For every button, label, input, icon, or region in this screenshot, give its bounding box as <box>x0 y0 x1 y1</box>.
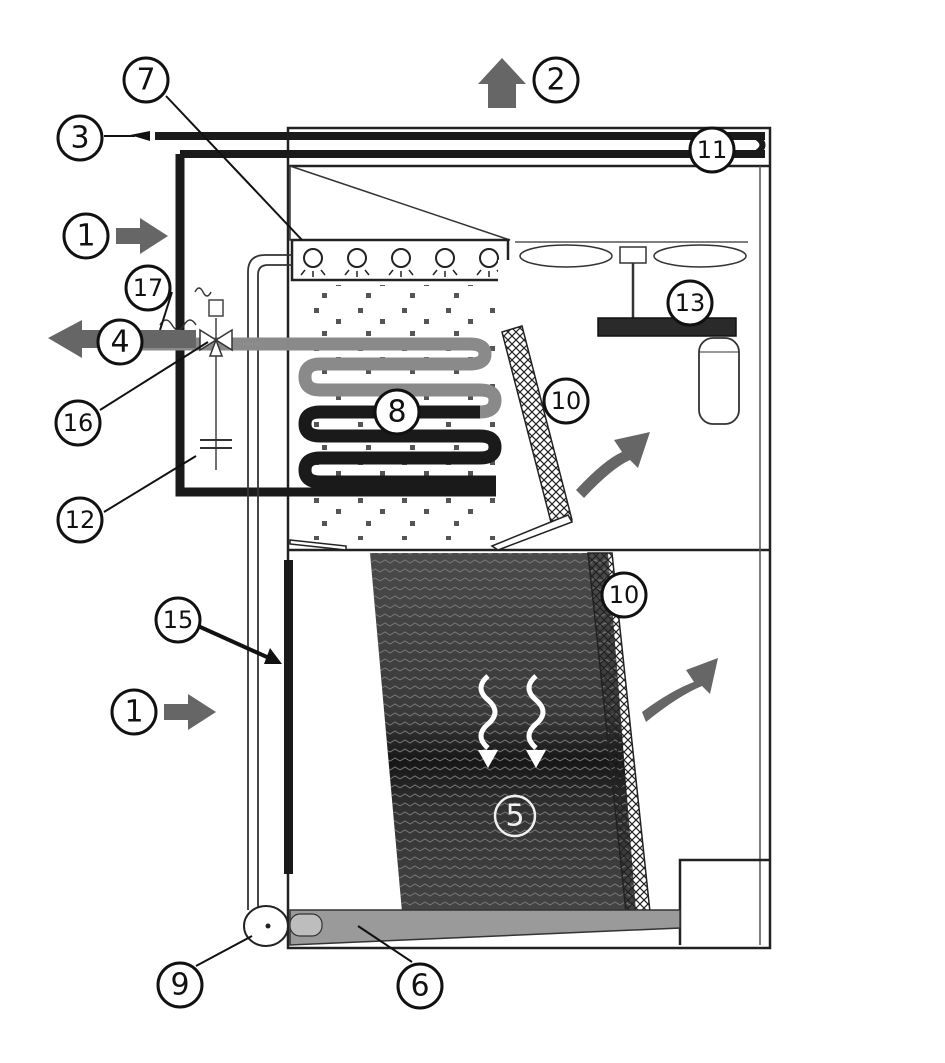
callout-6: 6 <box>396 962 444 1010</box>
callout-16: 16 <box>54 399 102 447</box>
svg-text:9: 9 <box>170 968 189 1003</box>
svg-text:3: 3 <box>70 121 89 156</box>
callout-10-lower: 10 <box>600 571 648 619</box>
pump-shaft <box>265 923 271 929</box>
valve-actuator <box>208 299 224 317</box>
svg-text:7: 7 <box>136 63 155 98</box>
callout-2: 2 <box>532 56 580 104</box>
callout-5: 5 <box>493 794 537 838</box>
fill-media <box>370 552 651 913</box>
fan-assembly <box>515 241 748 425</box>
air-inlet-arrow-upper <box>116 218 168 254</box>
callout-3: 3 <box>56 114 104 162</box>
nozzle <box>432 248 458 277</box>
svg-text:6: 6 <box>410 969 429 1004</box>
spray-nozzles <box>300 248 502 277</box>
callout-12: 12 <box>56 496 104 544</box>
air-discharge-arrow <box>478 58 526 108</box>
inlet-arrowhead <box>130 131 150 141</box>
svg-text:17: 17 <box>133 274 164 302</box>
svg-text:10: 10 <box>551 387 582 415</box>
leader-12 <box>103 455 197 513</box>
svg-text:5: 5 <box>505 799 524 834</box>
top-pipes <box>104 131 766 158</box>
air-inlet-louver-left <box>289 539 347 551</box>
callouts: 1 1 2 3 4 5 6 7 8 9 10 10 11 12 13 15 16… <box>54 56 736 1010</box>
fan-pulley <box>597 317 737 337</box>
svg-text:11: 11 <box>697 136 728 164</box>
drift-eliminator-upper <box>501 325 573 527</box>
coil-lower <box>298 405 502 489</box>
callout-8: 8 <box>373 388 421 436</box>
spray-riser-pipe <box>247 254 292 910</box>
callout-4: 4 <box>96 318 144 366</box>
fan-hub <box>619 246 647 264</box>
heat-exchanger-coil <box>140 337 502 489</box>
callout-1-lower: 1 <box>110 688 158 736</box>
sump-basin <box>289 909 681 946</box>
fan-motor <box>698 337 740 425</box>
callout-1-upper: 1 <box>62 212 110 260</box>
leader-lines <box>99 95 413 967</box>
flow-arrows <box>48 58 718 730</box>
water-flow-arrow-left <box>478 750 498 768</box>
sensor-wire-2 <box>194 287 212 297</box>
svg-text:2: 2 <box>546 63 565 98</box>
nozzle <box>300 248 326 277</box>
svg-text:12: 12 <box>65 506 96 534</box>
sump-outlet <box>289 913 323 937</box>
svg-text:1: 1 <box>76 219 95 254</box>
water-flow-squiggle-right <box>526 674 546 750</box>
svg-text:1: 1 <box>124 695 143 730</box>
svg-text:13: 13 <box>675 289 706 317</box>
nozzle <box>344 248 370 277</box>
water-basin <box>289 909 681 946</box>
svg-text:8: 8 <box>387 395 406 430</box>
fan-blade-right <box>653 244 747 268</box>
leader-9 <box>195 935 253 967</box>
water-flow-squiggle-left <box>478 674 498 750</box>
valve-assembly <box>159 287 233 470</box>
air-inlet-arrow-lower <box>164 694 216 730</box>
water-flow-arrow-right <box>526 750 546 768</box>
coil-upper <box>140 337 502 419</box>
fill-media-texture <box>370 553 636 912</box>
callout-13: 13 <box>666 279 714 327</box>
sump-step <box>678 858 770 945</box>
housing-outline <box>286 126 772 950</box>
leader-15 <box>197 624 279 664</box>
leader-17 <box>159 291 173 331</box>
air-inlet-louver <box>490 514 574 551</box>
spray-header <box>289 164 511 282</box>
callout-11: 11 <box>688 126 736 174</box>
svg-text:15: 15 <box>163 606 194 634</box>
drift-eliminator-top <box>289 164 511 241</box>
three-way-valve-bottom <box>208 337 224 357</box>
callout-7: 7 <box>122 56 170 104</box>
leader-16 <box>99 341 209 411</box>
callout-9: 9 <box>156 961 204 1009</box>
inlet-louver-panel <box>284 560 293 874</box>
pipe-bend <box>753 133 766 157</box>
leader-6 <box>357 925 413 963</box>
air-flow-arrow-lower <box>642 658 718 722</box>
callout-15: 15 <box>154 596 202 644</box>
leader-7 <box>165 95 303 241</box>
fan-blade-left <box>519 244 613 268</box>
nozzle <box>388 248 414 277</box>
three-way-valve-right <box>214 328 233 352</box>
svg-text:10: 10 <box>609 581 640 609</box>
callout-17: 17 <box>124 264 172 312</box>
svg-text:4: 4 <box>110 325 129 360</box>
pump <box>243 905 289 947</box>
callout-10-upper: 10 <box>542 377 590 425</box>
air-flow-arrow-upper <box>576 432 650 498</box>
svg-text:16: 16 <box>63 409 94 437</box>
leader-15-head <box>264 648 282 664</box>
